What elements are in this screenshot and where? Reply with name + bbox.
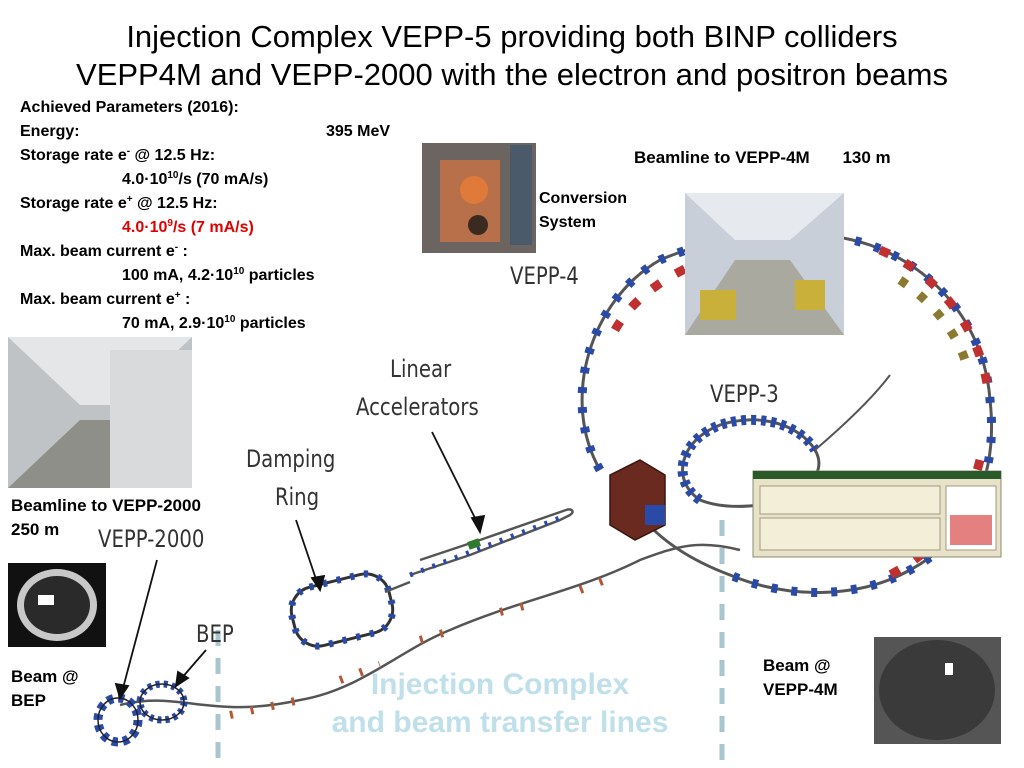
beam-vepp4m-line-2: VEPP-4M xyxy=(763,680,838,699)
storage-e-plus-value-unit: /s (7 mA/s) xyxy=(172,219,254,236)
arrow-damping-ring xyxy=(295,519,319,586)
max-e-minus-charge: - xyxy=(174,242,179,253)
max-e-minus-value-mantissa: 100 mA, 4.2·10 xyxy=(122,267,234,284)
max-e-minus-label: Max. beam current e xyxy=(20,243,175,260)
control-panel-screenshot xyxy=(752,470,1002,558)
label-vepp2000: VEPP-2000 xyxy=(98,525,205,553)
storage-e-plus-freq: @ 12.5 Hz: xyxy=(132,195,218,212)
max-e-plus-label: Max. beam current e xyxy=(20,291,175,308)
vepp4-ring xyxy=(577,228,997,597)
injection-complex-caption: Injection Complex and beam transfer line… xyxy=(300,666,700,742)
beam-spot-bep-photo xyxy=(8,563,106,647)
beamline-vepp2000-length: 250 m xyxy=(11,520,60,539)
storage-e-minus-value: 4.0·1010/s (70 mA/s) xyxy=(20,168,315,192)
slide-title: Injection Complex VEPP-5 providing both … xyxy=(0,18,1024,94)
storage-e-minus-freq: @ 12.5 Hz: xyxy=(130,147,216,164)
conversion-system-label: Conversion System xyxy=(539,187,627,235)
label-damping-line2: Ring xyxy=(275,483,320,511)
label-linear-line1: Linear xyxy=(390,355,452,383)
injection-caption-line-1: Injection Complex xyxy=(370,668,630,701)
energy-label: Energy: xyxy=(20,123,80,140)
arrow-linear-accelerators xyxy=(431,431,481,529)
beam-bep-line-1: Beam @ xyxy=(11,667,79,686)
storage-e-minus-charge: - xyxy=(126,146,131,157)
transfer-line xyxy=(119,543,741,719)
storage-e-plus-value-exp: 9 xyxy=(167,218,173,229)
beam-vepp4m-label: Beam @ VEPP-4M xyxy=(763,654,838,702)
arrow-head-linear xyxy=(470,514,486,535)
storage-e-minus-value-unit: /s (70 mA/s) xyxy=(178,171,269,188)
beamline-vepp4m-text: Beamline to VEPP-4M xyxy=(634,148,810,167)
arrow-head-bep xyxy=(174,670,190,688)
storage-e-plus-value-mantissa: 4.0·10 xyxy=(122,219,168,236)
energy-row: Energy: 395 MeV xyxy=(20,120,390,144)
params-header: Achieved Parameters (2016): xyxy=(20,99,239,116)
label-vepp3: VEPP-3 xyxy=(710,380,779,408)
storage-e-minus-value-exp: 10 xyxy=(167,170,179,181)
storage-e-plus-value: 4.0·109/s (7 mA/s) xyxy=(20,216,315,240)
title-line-1: Injection Complex VEPP-5 providing both … xyxy=(126,19,898,54)
max-e-minus-colon: : xyxy=(178,243,188,260)
beamline-vepp2000-label: Beamline to VEPP-2000 250 m xyxy=(11,494,201,542)
bep-ring xyxy=(136,680,188,724)
label-damping-line1: Damping xyxy=(246,445,336,473)
conversion-line-1: Conversion xyxy=(539,190,628,207)
label-vepp4: VEPP-4 xyxy=(510,262,579,290)
max-e-plus-value-exp: 10 xyxy=(224,314,236,325)
max-e-minus-value-exp: 10 xyxy=(233,266,245,277)
storage-e-minus-label: Storage rate e xyxy=(20,147,127,164)
conversion-line-2: System xyxy=(539,214,596,231)
storage-e-plus-charge: + xyxy=(126,194,133,205)
beamline-vepp4m-length: 130 m xyxy=(842,148,891,167)
max-e-minus-value: 100 mA, 4.2·1010 particles xyxy=(20,264,315,288)
beamline-vepp4m-label: Beamline to VEPP-4M 130 m xyxy=(634,146,891,170)
energy-value: 395 MeV xyxy=(326,123,391,140)
max-e-minus-row: Max. beam current e- : xyxy=(20,240,315,264)
max-e-minus-value-unit: particles xyxy=(244,267,315,284)
arrow-head-damping xyxy=(310,574,326,593)
max-e-plus-charge: + xyxy=(174,290,181,301)
parameters-block: Achieved Parameters (2016): Energy: 395 … xyxy=(20,96,390,336)
max-e-plus-colon: : xyxy=(180,291,191,308)
vepp3-ring xyxy=(677,374,891,508)
conversion-target-block xyxy=(609,459,666,541)
storage-e-minus-value-mantissa: 4.0·10 xyxy=(122,171,168,188)
beam-spot-vepp4m-photo xyxy=(874,637,1001,744)
max-e-plus-value-mantissa: 70 mA, 2.9·10 xyxy=(122,315,225,332)
injection-caption-line-2: and beam transfer lines xyxy=(331,706,669,739)
max-e-plus-row: Max. beam current e+ : xyxy=(20,288,315,312)
storage-e-minus-row: Storage rate e- @ 12.5 Hz: xyxy=(20,144,315,168)
title-line-2: VEPP4M and VEPP-2000 with the electron a… xyxy=(76,57,948,92)
label-linear-line2: Accelerators xyxy=(356,393,479,421)
vepp2000-ring xyxy=(93,693,143,747)
storage-e-plus-row: Storage rate e+ @ 12.5 Hz: xyxy=(20,192,315,216)
label-bep: BEP xyxy=(196,620,234,648)
storage-e-plus-label: Storage rate e xyxy=(20,195,127,212)
beam-vepp4m-line-1: Beam @ xyxy=(763,656,831,675)
max-e-plus-value: 70 mA, 2.9·1010 particles xyxy=(20,312,315,336)
damping-ring xyxy=(287,570,411,650)
tunnel-photo-vepp4m xyxy=(685,193,844,335)
linear-accelerator xyxy=(409,508,574,578)
beam-bep-line-2: BEP xyxy=(11,691,46,710)
arrow-vepp2000 xyxy=(121,559,158,693)
max-e-plus-value-unit: particles xyxy=(235,315,306,332)
conversion-system-photo xyxy=(422,143,536,253)
tunnel-photo-vepp2000 xyxy=(8,337,192,488)
beam-bep-label: Beam @ BEP xyxy=(11,665,79,713)
beamline-vepp2000-text: Beamline to VEPP-2000 xyxy=(11,496,201,515)
arrow-head-vepp2000 xyxy=(114,682,130,701)
